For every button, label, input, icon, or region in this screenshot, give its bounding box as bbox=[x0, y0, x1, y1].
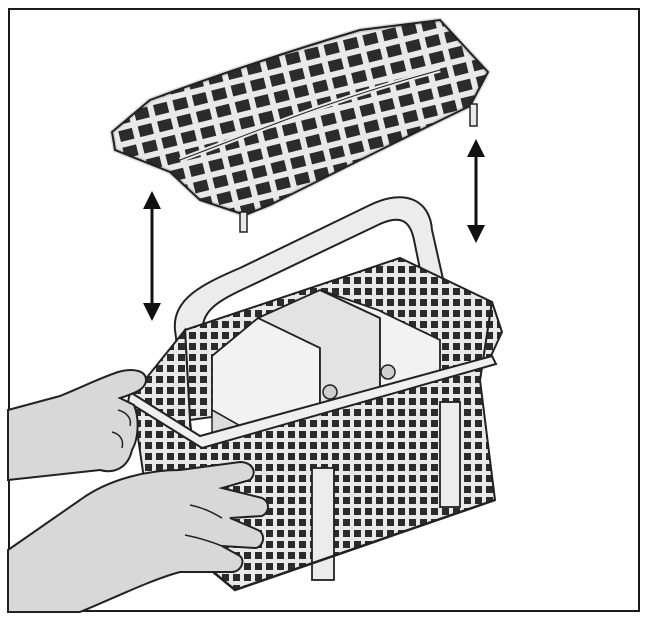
lid-peg-left bbox=[239, 211, 248, 233]
lid-center-rib-outline bbox=[179, 69, 441, 161]
basket-post-1 bbox=[311, 467, 335, 581]
basket-lid bbox=[109, 17, 492, 233]
left-hand bbox=[7, 369, 148, 482]
right-hand bbox=[7, 460, 269, 613]
lid-peg-right bbox=[469, 103, 478, 127]
basket-post-2 bbox=[439, 401, 461, 508]
